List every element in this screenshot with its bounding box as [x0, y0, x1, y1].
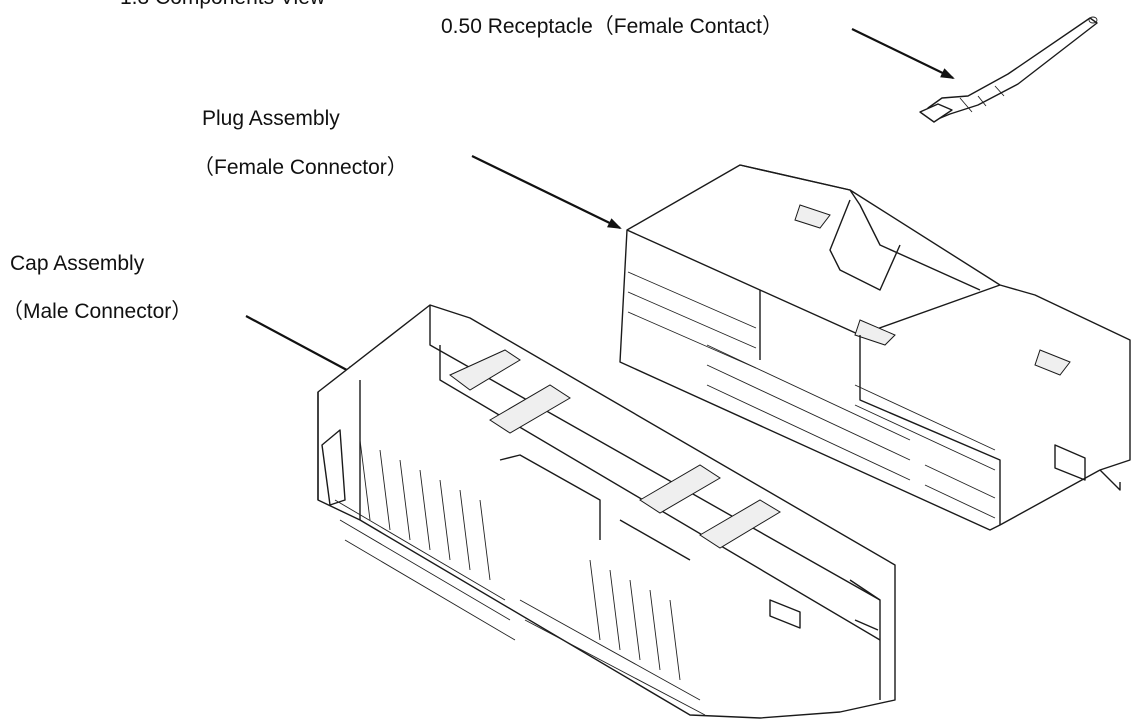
- contact-label: 0.50 Receptacle（Female Contact）: [441, 15, 783, 38]
- plug-arrow: [471, 155, 622, 229]
- female-contact-pin: [919, 16, 1098, 123]
- plug-assembly: [619, 164, 1131, 531]
- cap-arrow: [245, 315, 360, 377]
- cap-assembly: [317, 304, 896, 719]
- cap-assembly-label: Cap Assembly: [10, 252, 145, 275]
- leader-arrows: [245, 28, 955, 377]
- section-heading: 1.3 Components View: [120, 0, 325, 10]
- plug-assembly-label: Plug Assembly: [202, 107, 340, 130]
- contact-arrow: [851, 28, 955, 79]
- cap-assembly-sublabel: （Male Connector）: [2, 300, 193, 323]
- plug-assembly-sublabel: （Female Connector）: [193, 156, 408, 179]
